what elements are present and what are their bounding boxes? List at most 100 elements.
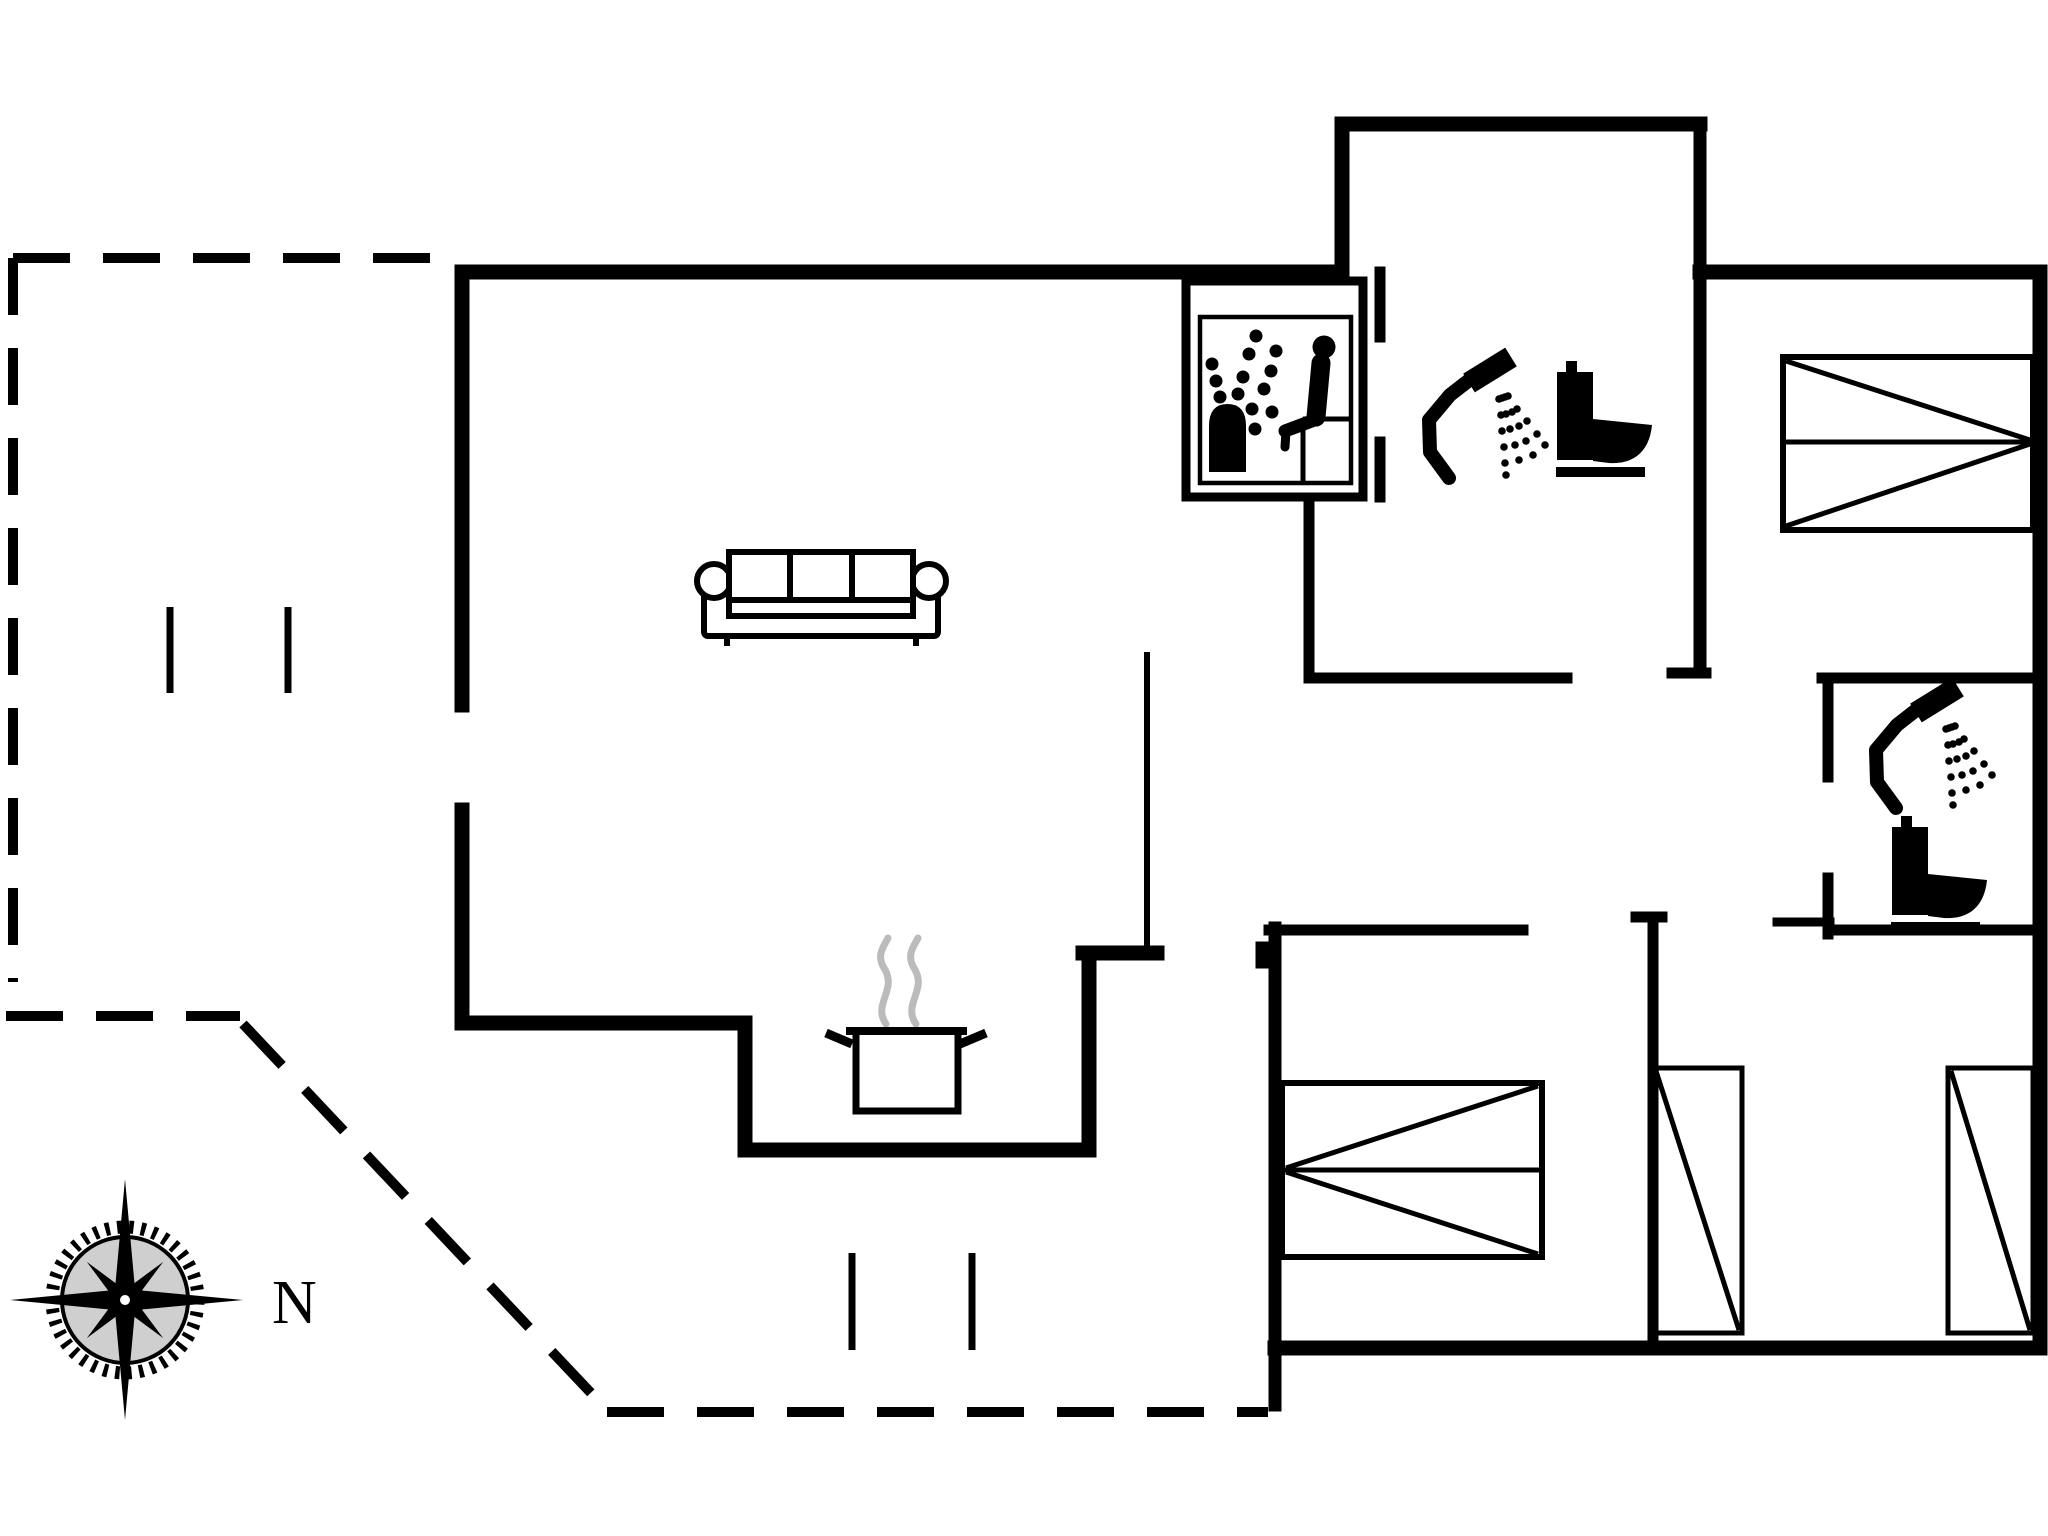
sauna-icon-dot: [1269, 344, 1283, 358]
sauna-icon-part: [1280, 426, 1291, 452]
bed-single-a-icon: [1650, 1065, 1745, 1336]
sauna-icon-dot: [1248, 422, 1262, 436]
shower-icon-2-dot: [1976, 781, 1984, 789]
sauna-icon-dot: [1245, 402, 1259, 416]
compass-spike: [86, 1294, 131, 1339]
shower-icon-dot: [1506, 425, 1514, 433]
bed-single-b-icon-part: [1945, 1065, 2036, 1336]
shower-icon-2: [1869, 677, 1996, 815]
shower-icon-dot: [1522, 437, 1530, 445]
sofa-icon-part: [726, 597, 916, 619]
shower-icon-dot: [1511, 441, 1519, 449]
sauna-icon-dot: [1213, 390, 1227, 404]
shower-icon-dot: [1502, 471, 1510, 479]
sauna-icon-part: [1197, 314, 1354, 486]
room-living-room: [470, 280, 1140, 1015]
compass-spike: [114, 1300, 136, 1420]
toilet-icon-part: [1557, 372, 1593, 460]
shower-icon-2-dot: [1951, 722, 1959, 730]
shower-icon-dot: [1515, 456, 1523, 464]
shower-icon-2-dot: [1948, 789, 1956, 797]
shower-icon-dot: [1504, 392, 1512, 400]
shower-icon-2-part: [1869, 697, 1931, 815]
bed-single-a-icon-part: [1653, 1070, 1742, 1331]
shower-icon-2-dot: [1962, 786, 1970, 794]
toilet-icon-2-part: [1901, 816, 1912, 828]
sauna-icon: [1181, 276, 1368, 502]
sauna-icon-dot: [1242, 347, 1256, 361]
shower-icon-2-dot: [1969, 767, 1977, 775]
bed-single-b-icon: [1945, 1065, 2036, 1336]
compass-hub: [118, 1293, 132, 1307]
sauna-icon-part: [1306, 353, 1331, 427]
shower-icon-2-dot: [1958, 771, 1966, 779]
toilet-icon: [1556, 361, 1652, 477]
toilet-icon-part: [1556, 467, 1645, 477]
sauna-icon-dot: [1209, 374, 1223, 388]
terrace-outline-dash: [239, 1020, 611, 1414]
toilet-icon-2: [1891, 816, 1987, 932]
bed-single-b-icon-part: [1948, 1070, 2033, 1331]
bed-double-southwest-icon: [1279, 1080, 1545, 1260]
sofa-icon-part: [726, 549, 916, 603]
sauna-icon-dot: [1226, 409, 1240, 423]
shower-icon-part: [1422, 367, 1484, 485]
shower-icon-part: [1463, 347, 1517, 393]
shower-icon-dot: [1541, 441, 1549, 449]
shower-icon-2-dot: [1949, 740, 1957, 748]
shower-icon-2-dot: [1988, 771, 1996, 779]
shower-icon: [1422, 347, 1549, 485]
shower-icon-2-dot: [1962, 752, 1970, 760]
bed-double-southwest-icon-part: [1285, 1169, 1539, 1257]
sofa-icon-part: [909, 561, 949, 601]
compass-spike: [119, 1294, 164, 1339]
shower-icon-dot: [1533, 430, 1541, 438]
cooking-pot-icon: [824, 1027, 988, 1115]
sofa-icon: [694, 549, 949, 646]
terrace-outline: [6, 253, 1268, 1417]
toilet-icon-2-part: [1928, 874, 1987, 919]
bed-single-a-icon-part: [1650, 1065, 1745, 1336]
shower-icon-dot: [1513, 405, 1521, 413]
sauna-icon-dot: [1231, 387, 1245, 401]
bed-double-north-icon-part: [1785, 441, 2031, 529]
north-label: N: [272, 1269, 317, 1337]
sauna-icon-dot: [1249, 329, 1263, 343]
room-bedroom-southeast: [1660, 924, 2032, 1340]
sofa-icon-part: [694, 561, 734, 601]
toilet-icon-part: [1593, 419, 1652, 464]
toilet-icon-part: [1566, 361, 1577, 373]
room-bedroom-southwest: [1282, 936, 1646, 1340]
toilet-icon-2-part: [1892, 827, 1928, 915]
steam-icon-part: [907, 934, 922, 1028]
shower-icon-dot: [1523, 417, 1531, 425]
compass-rose: [10, 1179, 243, 1420]
door-marks: [166, 607, 976, 1350]
toilet-icon-2-part: [1891, 922, 1980, 932]
sauna-icon-dot: [1257, 382, 1271, 396]
shower-icon-2-part: [1910, 677, 1964, 723]
bed-double-north-icon-part: [1785, 358, 2031, 443]
shower-icon-dot: [1500, 443, 1508, 451]
compass-spike: [10, 1289, 125, 1311]
shower-icon-dot: [1529, 451, 1537, 459]
bed-double-southwest-icon-part: [1285, 1083, 1539, 1171]
shower-icon-dot: [1502, 410, 1510, 418]
sauna-icon-dot: [1236, 370, 1250, 384]
cooking-pot-icon-part: [958, 1028, 988, 1049]
sauna-icon-dot: [1264, 364, 1278, 378]
shower-icon-2-dot: [1953, 755, 1961, 763]
steam-icon: [877, 934, 922, 1028]
bed-double-north-icon: [1780, 354, 2036, 533]
shower-icon-2-dot: [1947, 773, 1955, 781]
compass-spike: [125, 1289, 243, 1311]
cooking-pot-icon-part: [852, 1027, 962, 1115]
compass-spike: [114, 1179, 136, 1300]
sauna-icon-dot: [1265, 405, 1279, 419]
steam-icon-part: [877, 934, 892, 1028]
shower-icon-2-dot: [1970, 747, 1978, 755]
shower-icon-dot: [1515, 422, 1523, 430]
room-terrace: [15, 265, 455, 1010]
sauna-icon-dot: [1205, 357, 1219, 371]
